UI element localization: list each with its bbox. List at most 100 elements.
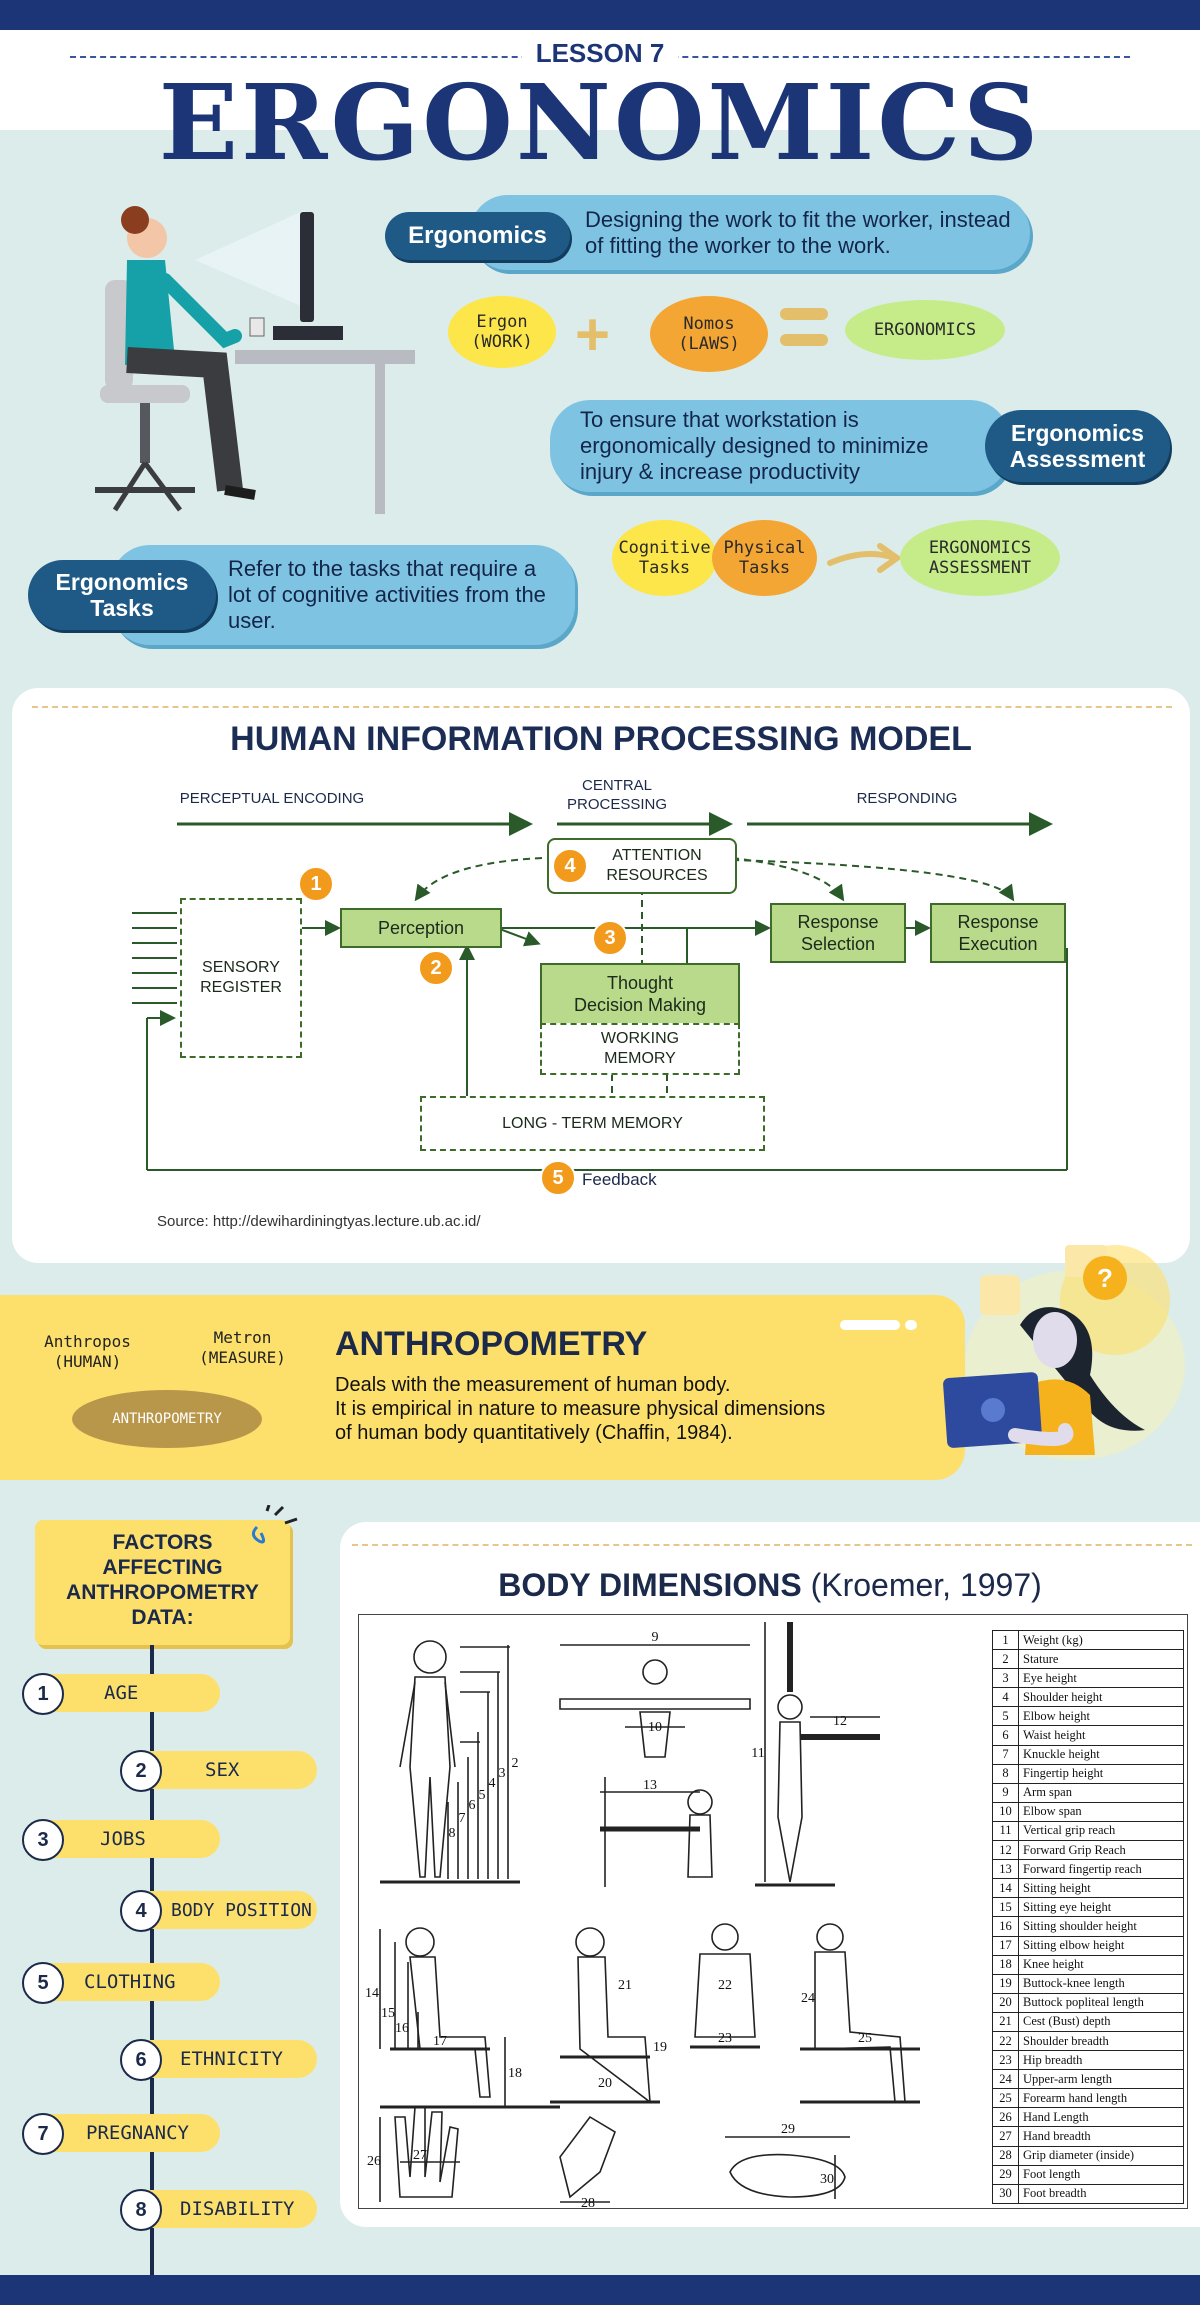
row-number: 2	[992, 1649, 1019, 1670]
svg-text:6: 6	[469, 1798, 476, 1813]
row-label: Sitting elbow height	[1018, 1935, 1184, 1956]
hipm-title: HUMAN INFORMATION PROCESSING MODEL	[230, 720, 972, 758]
svg-text:14: 14	[365, 1986, 379, 2001]
factor-item-clothing: CLOTHING	[42, 1963, 220, 2001]
row-number: 6	[992, 1725, 1019, 1746]
long-term-memory-box: LONG - TERM MEMORY	[420, 1096, 765, 1151]
row-number: 3	[992, 1668, 1019, 1689]
svg-text:4: 4	[489, 1776, 496, 1791]
hipm-source: Source: http://dewihardiningtyas.lecture…	[157, 1213, 481, 1230]
row-number: 8	[992, 1763, 1019, 1784]
plus-icon: +	[575, 301, 611, 368]
row-label: Hand Length	[1018, 2107, 1184, 2128]
question-mark-icon: ?	[1097, 1263, 1113, 1293]
anthropometry-title: ANTHROPOMETRY	[335, 1325, 648, 1363]
row-number: 22	[992, 2030, 1019, 2052]
metron-label: Metron (MEASURE)	[199, 1328, 286, 1367]
row-label: Hand breadth	[1018, 2126, 1184, 2147]
row-number: 30	[992, 2183, 1019, 2204]
svg-text:5: 5	[479, 1788, 486, 1803]
row-number: 11	[992, 1820, 1019, 1842]
svg-text:8: 8	[449, 1826, 456, 1841]
row-number: 7	[992, 1744, 1019, 1765]
factor-number-6: 6	[120, 2039, 162, 2081]
svg-text:21: 21	[618, 1978, 632, 1993]
row-number: 12	[992, 1840, 1019, 1861]
factor-number-8: 8	[120, 2189, 162, 2231]
responding-label: RESPONDING	[856, 790, 958, 807]
bottom-bar	[0, 2275, 1200, 2305]
row-number: 27	[992, 2126, 1019, 2147]
anthropometry-result-blob: ANTHROPOMETRY	[72, 1390, 262, 1448]
central-processing-label: CENTRAL PROCESSING	[566, 777, 668, 813]
svg-text:3: 3	[499, 1766, 506, 1781]
factor-item-disability: DISABILITY	[135, 2190, 317, 2228]
perceptual-encoding-label: PERCEPTUAL ENCODING	[179, 790, 365, 807]
svg-text:12: 12	[833, 1714, 847, 1729]
ergonomics-assessment-result-blob: ERGONOMICS ASSESSMENT	[900, 520, 1060, 596]
row-number: 20	[992, 1992, 1019, 2013]
factor-number-1: 1	[22, 1673, 64, 1715]
body-dimensions-heading: BODY DIMENSIONS (Kroemer, 1997)	[340, 1567, 1200, 1604]
factor-number-2: 2	[120, 1750, 162, 1792]
feedback-label: Feedback	[582, 1170, 657, 1189]
hipm-arrows	[132, 812, 1068, 1171]
physical-tasks-blob: Physical Tasks	[712, 520, 817, 596]
ergonomics-label: Ergonomics	[385, 212, 570, 260]
svg-text:29: 29	[781, 2122, 795, 2137]
row-label: Vertical grip reach	[1018, 1820, 1184, 1842]
row-label: Grip diameter (inside)	[1018, 2145, 1184, 2166]
svg-text:9: 9	[652, 1630, 659, 1645]
perception-box: Perception	[340, 908, 502, 948]
step-badge-4: 4	[552, 848, 588, 884]
thought-decision-box: Thought Decision Making	[540, 963, 740, 1025]
row-number: 17	[992, 1935, 1019, 1956]
row-label: Cest (Bust) depth	[1018, 2011, 1184, 2032]
working-memory-box: WORKING MEMORY	[540, 1023, 740, 1075]
response-execution-box: Response Execution	[930, 903, 1066, 963]
svg-text:13: 13	[643, 1778, 657, 1793]
factor-number-4: 4	[120, 1890, 162, 1932]
lesson-label: LESSON 7	[0, 38, 1200, 69]
sparkle-icon	[252, 1505, 298, 1544]
row-label: Arm span	[1018, 1782, 1184, 1803]
row-label: Foot breadth	[1018, 2183, 1184, 2204]
anthropometry-band	[0, 1295, 965, 1480]
factor-number-7: 7	[22, 2113, 64, 2155]
svg-text:18: 18	[508, 2066, 522, 2081]
factor-item-age: AGE	[42, 1674, 220, 1712]
factors-timeline	[150, 1645, 154, 2275]
row-label: Buttock popliteal length	[1018, 1992, 1184, 2013]
row-label: Forward fingertip reach	[1018, 1859, 1184, 1880]
row-number: 21	[992, 2011, 1019, 2032]
body-dimensions-figure	[358, 1614, 1188, 2209]
svg-text:11: 11	[751, 1746, 764, 1761]
row-label: Forearm hand length	[1018, 2088, 1184, 2109]
ergonomics-definition-bubble: Designing the work to fit the worker, in…	[470, 195, 1030, 270]
row-label: Knuckle height	[1018, 1744, 1184, 1765]
sensory-register-box: SENSORY REGISTER	[180, 898, 302, 1058]
body-dimensions-title: BODY DIMENSIONS	[498, 1567, 802, 1603]
svg-text:27: 27	[413, 2148, 427, 2163]
row-number: 5	[992, 1706, 1019, 1727]
row-number: 15	[992, 1897, 1019, 1918]
row-label: Eye height	[1018, 1668, 1184, 1689]
ergon-blob: Ergon (WORK)	[448, 296, 556, 368]
